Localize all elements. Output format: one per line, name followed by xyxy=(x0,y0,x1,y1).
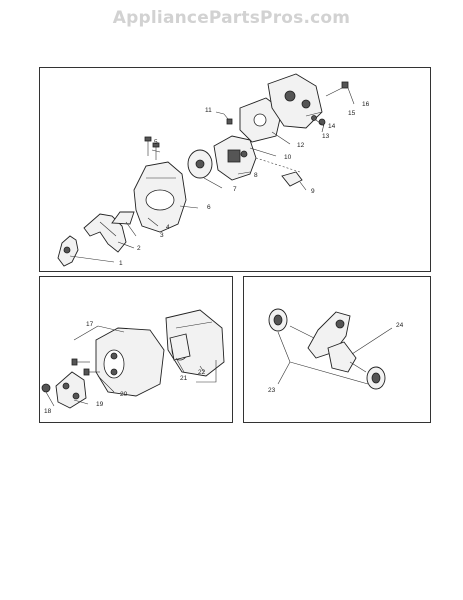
callout-3: 3 xyxy=(160,232,164,239)
callout-22: 22 xyxy=(198,369,206,376)
part-11-screw xyxy=(223,113,233,125)
callout-8: 8 xyxy=(254,172,258,179)
part-3-gasket xyxy=(111,211,135,225)
part-16-bolt xyxy=(325,81,349,97)
part-12-gasket-plate xyxy=(239,97,283,143)
part-19-muffler-plate xyxy=(55,371,87,409)
callout-20: 20 xyxy=(120,391,128,398)
part-9-choke-knob xyxy=(281,171,303,187)
callout-7: 7 xyxy=(233,186,237,193)
bottom-left-leader-lines xyxy=(45,325,217,407)
part-10-carburetor-body xyxy=(213,135,301,181)
callout-24: 24 xyxy=(396,322,404,329)
callout-2: 2 xyxy=(137,245,141,252)
callout-12: 12 xyxy=(297,142,305,149)
callout-21: 21 xyxy=(180,375,188,382)
callout-10: 10 xyxy=(284,154,292,161)
callout-11: 11 xyxy=(205,107,212,114)
top-panel-leader-lines xyxy=(69,87,355,263)
callout-13: 13 xyxy=(322,133,330,140)
callout-5: 5 xyxy=(154,139,158,146)
callout-4: 4 xyxy=(166,224,170,231)
callout-18: 18 xyxy=(44,408,52,415)
callout-9: 9 xyxy=(311,188,315,195)
part-18-nut xyxy=(41,383,51,393)
callout-15: 15 xyxy=(348,110,356,117)
callout-17: 17 xyxy=(86,321,94,328)
part-17-muffler-body xyxy=(95,327,165,397)
part-14-nut xyxy=(311,115,317,121)
part-23-bearing-left xyxy=(268,308,288,332)
site-watermark: AppliancePartsPros.com xyxy=(112,8,351,28)
part-22-gasket xyxy=(169,333,191,361)
callout-1: 1 xyxy=(119,260,123,267)
callout-19: 19 xyxy=(96,401,104,408)
part-24-crankshaft xyxy=(289,311,367,373)
part-7-diaphragm-plate xyxy=(187,149,213,179)
callout-14: 14 xyxy=(328,123,336,130)
part-20-screws xyxy=(71,358,100,376)
part-5-screws xyxy=(144,136,160,160)
part-1-bracket xyxy=(57,235,79,267)
callout-23: 23 xyxy=(268,387,276,394)
callout-6: 6 xyxy=(207,204,211,211)
bottom-right-leader-lines xyxy=(277,327,393,385)
part-23-bearing-right xyxy=(366,366,386,390)
callout-16: 16 xyxy=(362,101,370,108)
part-6-carburetor-cover xyxy=(133,161,187,233)
